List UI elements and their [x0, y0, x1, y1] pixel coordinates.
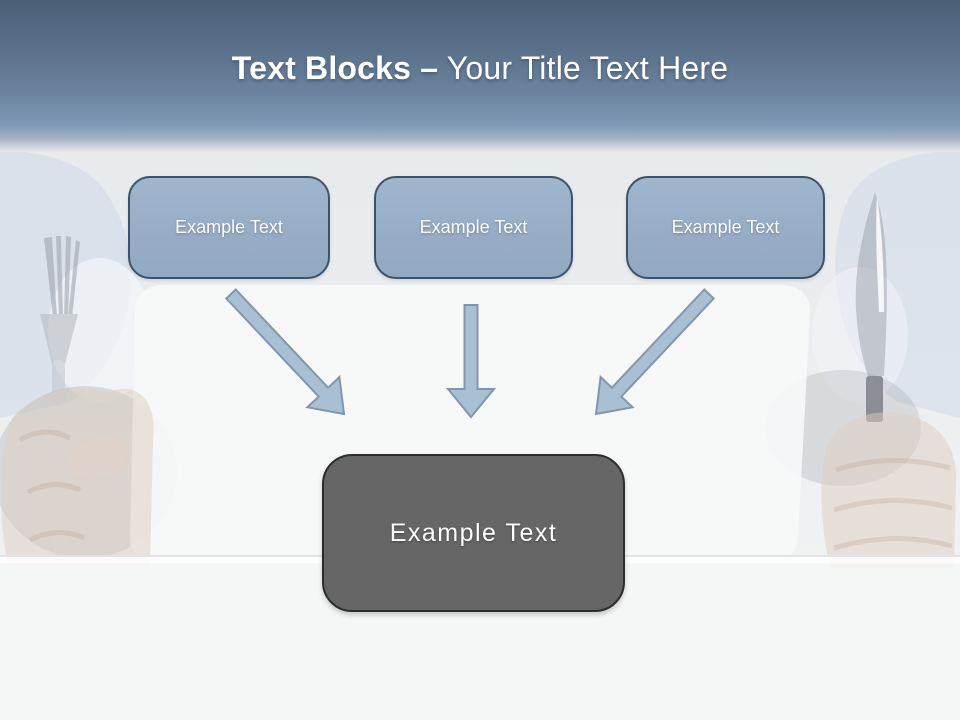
left-fist	[0, 387, 154, 565]
page-title-bold: Text Blocks –	[231, 50, 439, 86]
text-block-1: Example Text	[128, 176, 330, 279]
text-block-3-label: Example Text	[671, 217, 780, 237]
page-title-regular: Your Title Text Here	[438, 50, 729, 86]
result-block: Example Text	[322, 454, 625, 612]
text-block-2-label: Example Text	[419, 217, 528, 237]
result-block-label: Example Text	[389, 518, 558, 547]
laptop	[130, 285, 810, 558]
text-block-1-label: Example Text	[175, 217, 283, 237]
knife-icon	[855, 192, 887, 422]
text-block-2: Example Text	[374, 176, 573, 279]
arrow-down-left-icon	[594, 288, 716, 416]
right-fist	[821, 412, 957, 568]
text-block-3: Example Text	[626, 176, 825, 279]
arrow-down-icon	[445, 304, 497, 419]
arrow-down-right-icon	[224, 288, 346, 416]
page-title: Text Blocks – Your Title Text Here	[0, 50, 960, 87]
header-band: Text Blocks – Your Title Text Here	[0, 0, 960, 152]
